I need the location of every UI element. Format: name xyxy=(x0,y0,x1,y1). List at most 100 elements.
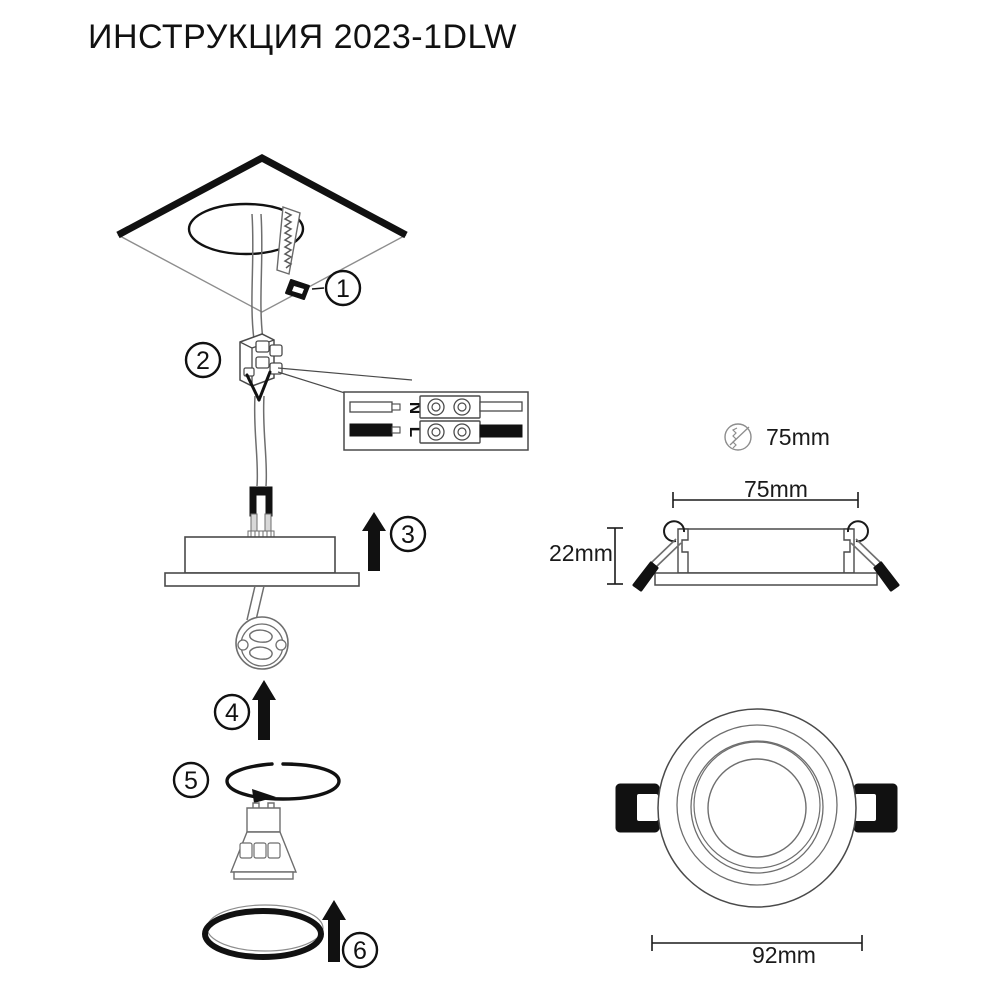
neutral-ferrule-left xyxy=(391,403,401,411)
socket-pin-hole-right xyxy=(275,639,287,651)
connector-lead-right xyxy=(257,370,272,402)
step-5-rotate-arrow-icon xyxy=(225,762,341,801)
live-wire-left xyxy=(349,423,393,437)
step-6-indicator: 6 xyxy=(322,900,379,969)
step-1-leader xyxy=(311,287,325,290)
cable-clamp xyxy=(249,486,273,517)
connector-terminal-3 xyxy=(269,344,283,357)
connector-terminal-2 xyxy=(255,356,270,369)
connector-terminal-1 xyxy=(255,340,270,353)
trim-ring-group xyxy=(202,904,324,960)
step-6-arrow-icon xyxy=(322,900,346,962)
live-terminal-label: L xyxy=(406,427,425,437)
cutout-hole-icon xyxy=(724,423,752,451)
bulb-vent-3 xyxy=(267,842,281,859)
cutout-icon-teeth xyxy=(731,427,738,449)
step-1-badge: 1 xyxy=(324,269,362,307)
step-5-number: 5 xyxy=(184,767,198,795)
bulb-pin-right xyxy=(267,802,275,808)
wiring-diagram-detail: N L xyxy=(343,391,529,451)
socket-pin-hole-left xyxy=(237,639,249,651)
spring-clip-right-tip xyxy=(873,561,900,592)
side-flange xyxy=(654,572,878,586)
spring-clip-left-arm-b xyxy=(655,542,682,568)
step-3-arrow-icon xyxy=(362,512,386,571)
saw-blade xyxy=(276,206,301,275)
fixture-cable-left xyxy=(253,395,259,487)
screw-hole-l1-inner xyxy=(431,427,441,437)
step-6-circle xyxy=(341,931,379,969)
step-3-indicator: 3 xyxy=(362,512,427,571)
step-5-circle xyxy=(172,761,210,799)
saw-icon xyxy=(276,206,325,300)
step-4-circle xyxy=(213,693,251,731)
spring-clip-right-hook xyxy=(846,520,869,543)
step-6-number: 6 xyxy=(353,937,367,965)
step-1-number: 1 xyxy=(336,275,350,303)
front-clip-right-slot xyxy=(855,794,876,821)
step-4-number: 4 xyxy=(225,699,239,727)
outer-diameter-dimension xyxy=(651,935,863,951)
spring-clip-right-arm-a xyxy=(855,538,882,564)
side-view-group xyxy=(607,492,900,592)
fixture-body-group xyxy=(164,486,360,621)
cable-left-edge xyxy=(251,213,255,341)
body-width-label: 75mm xyxy=(744,476,808,502)
step-2-number: 2 xyxy=(196,347,210,375)
step-4-indicator: 4 xyxy=(213,680,276,740)
front-view-group xyxy=(615,708,898,908)
screw-hole-n1-inner xyxy=(431,402,441,412)
ceiling-edge-front xyxy=(117,234,407,313)
fixture-housing xyxy=(184,536,336,574)
fixture-flange xyxy=(164,572,360,587)
cable-sleeve-left xyxy=(250,513,258,533)
ceiling-cutout-hole xyxy=(187,202,305,256)
outer-diameter-label: 92mm xyxy=(752,942,816,968)
spring-clip-left-tip xyxy=(632,561,659,592)
bulb-lens xyxy=(233,871,294,880)
side-body xyxy=(679,528,853,574)
gu10-bulb-icon xyxy=(229,802,298,880)
step-3-circle xyxy=(389,515,427,553)
step-5-arrowhead xyxy=(252,789,276,803)
neutral-wire-right xyxy=(479,401,523,412)
step-2-badge: 2 xyxy=(184,341,222,379)
screw-hole-n2-inner xyxy=(457,402,467,412)
terminal-connector-icon xyxy=(239,333,283,487)
bulb-vent-2 xyxy=(253,842,267,859)
connector-lead-left xyxy=(245,373,261,402)
saw-handle-hole xyxy=(292,286,304,294)
wiring-leader-upper xyxy=(277,367,413,381)
spring-clip-right-arm-b xyxy=(850,542,877,568)
socket-slot-lower xyxy=(249,646,273,660)
ceiling-edge-back xyxy=(116,154,408,239)
front-ring-4 xyxy=(693,741,821,869)
step-2-circle xyxy=(184,341,222,379)
step-5-indicator: 5 xyxy=(172,761,341,803)
live-wire-right xyxy=(479,424,523,438)
cable-right-edge xyxy=(260,213,264,341)
front-clip-left-slot xyxy=(637,794,658,821)
saw-teeth xyxy=(283,211,293,269)
socket-lead-left xyxy=(246,585,256,621)
spring-clip-left-hook xyxy=(663,520,686,543)
live-ferrule-left xyxy=(391,426,401,434)
bulb-base xyxy=(246,807,281,833)
bulb-pin-left xyxy=(252,802,260,808)
gu10-socket-icon xyxy=(235,616,289,670)
step-4-arrow-icon xyxy=(252,680,276,740)
socket-lead-right xyxy=(255,585,265,621)
body-height-label: 22mm xyxy=(549,540,613,566)
bulb-vent-1 xyxy=(239,842,253,859)
screw-hole-l2-inner xyxy=(457,427,467,437)
fixture-cable-right xyxy=(262,395,268,487)
step-3-number: 3 xyxy=(401,521,415,549)
trim-ring-icon xyxy=(202,908,324,960)
neutral-wire-left xyxy=(349,401,393,413)
step-1-circle xyxy=(324,269,362,307)
page-title: ИНСТРУКЦИЯ 2023-1DLW xyxy=(88,18,518,56)
front-reflector xyxy=(707,758,807,858)
socket-slot-upper xyxy=(249,629,273,643)
